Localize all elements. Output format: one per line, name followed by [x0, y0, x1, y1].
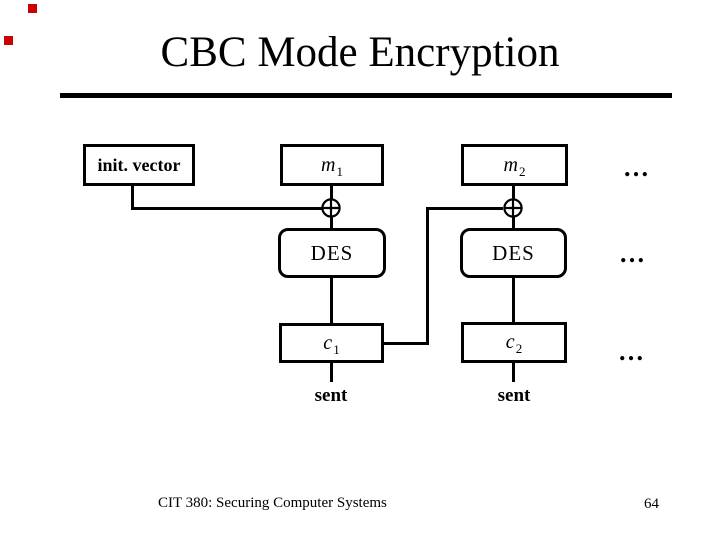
footer-course-label: CIT 380: Securing Computer Systems: [158, 495, 387, 511]
connector-xor2-to-des2: [512, 217, 515, 229]
connector-des2-to-c2: [512, 278, 515, 323]
xor-icon-1: [321, 198, 341, 218]
connector-feedback-to-xor2: [426, 207, 503, 210]
connector-c2-to-sent: [512, 363, 515, 382]
red-corner-mark-left: [4, 36, 13, 45]
connector-feedback-up: [426, 207, 429, 345]
message-box-m2: m2: [461, 144, 568, 186]
title-divider-rule: [60, 93, 672, 98]
connector-xor1-to-des1: [330, 217, 333, 229]
ellipsis-cipher-row: …: [618, 337, 646, 366]
des2-label: DES: [492, 240, 535, 265]
m1-label: m1: [321, 153, 343, 179]
c2-label: c2: [505, 331, 523, 356]
slide-title: CBC Mode Encryption: [160, 29, 560, 76]
connector-c1-to-sent: [330, 363, 333, 382]
connector-iv-down: [131, 186, 134, 210]
sent-label-1: sent: [314, 385, 348, 406]
red-corner-mark-top: [28, 4, 37, 13]
message-box-m1: m1: [280, 144, 384, 186]
xor-icon-2: [503, 198, 523, 218]
des-box-2: DES: [460, 228, 567, 278]
des1-label: DES: [310, 240, 354, 265]
cipher-box-c2: c2: [461, 322, 567, 363]
c1-label: c1: [323, 331, 340, 357]
init-vector-label: init. vector: [97, 154, 181, 175]
page-number: 64: [644, 496, 659, 512]
m2-label: m2: [503, 153, 526, 179]
connector-iv-to-xor1: [131, 207, 322, 210]
des-box-1: DES: [278, 228, 386, 278]
ellipsis-message-row: …: [623, 153, 651, 182]
connector-c1-right: [384, 342, 429, 345]
init-vector-box: init. vector: [83, 144, 195, 186]
connector-m2-to-xor2: [512, 186, 515, 199]
ellipsis-des-row: …: [619, 239, 647, 268]
connector-m1-to-xor1: [330, 186, 333, 199]
connector-des1-to-c1: [330, 278, 333, 324]
sent-label-2: sent: [497, 385, 531, 406]
cipher-box-c1: c1: [279, 323, 384, 363]
